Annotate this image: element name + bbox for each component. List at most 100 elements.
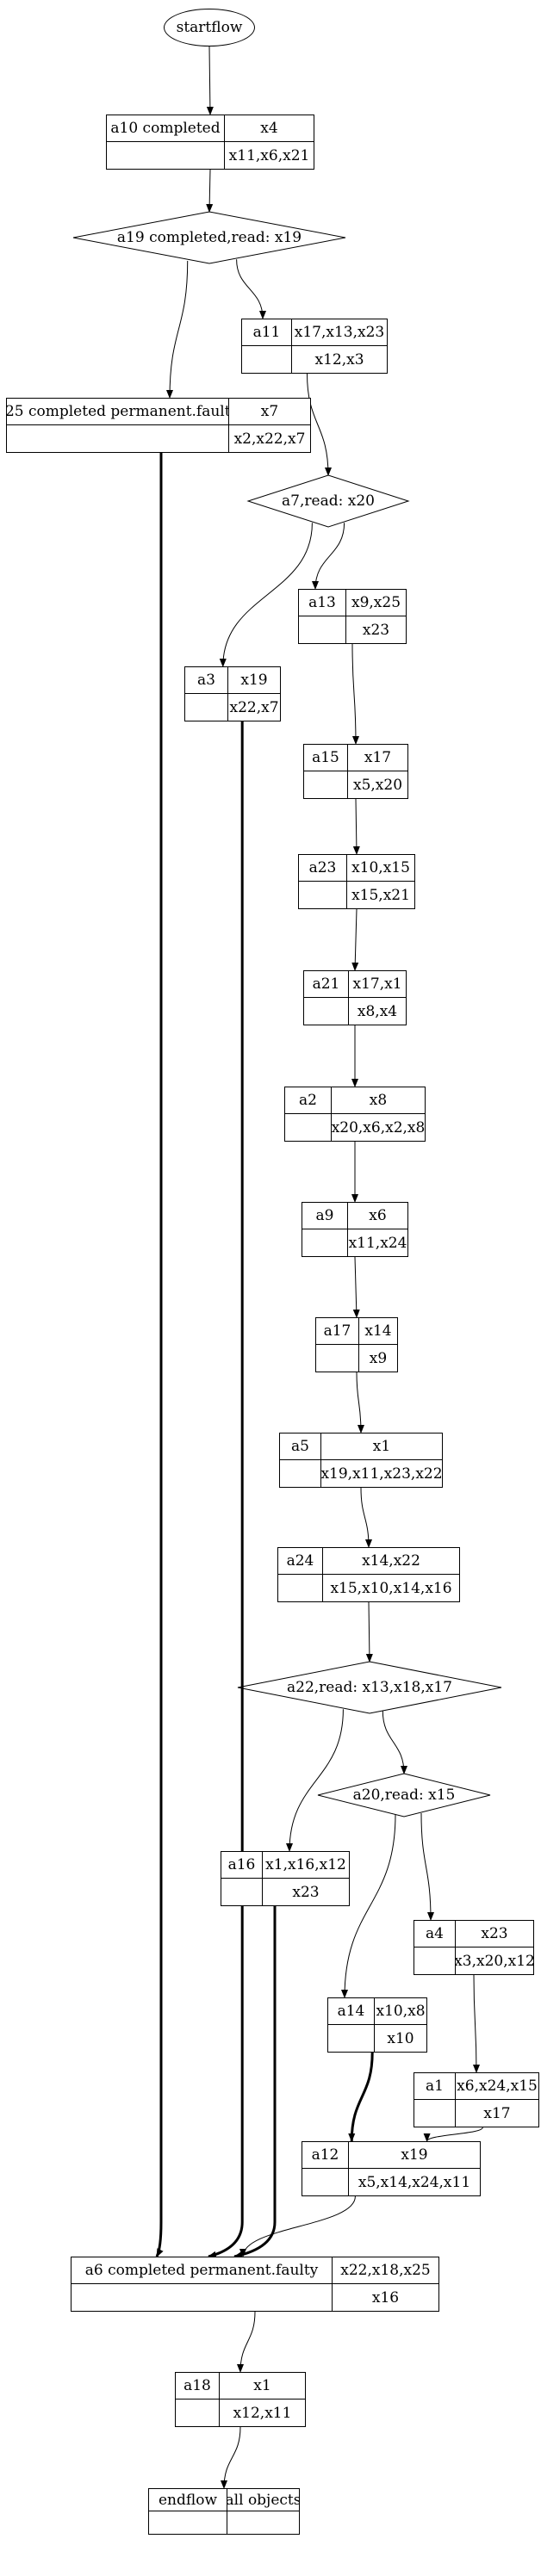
node-inputs: x9 [369,1349,388,1367]
edge-a22-to-a16 [286,1709,344,1852]
node-name: endflow [149,2489,227,2511]
decision-a7 [246,474,410,528]
node-outputs: x6,x24,x15 [456,2073,538,2100]
node-name: a23 [299,855,347,882]
decision-a20 [317,1773,491,1817]
node-spacer [299,882,347,908]
node-name: a11 [242,319,292,346]
node-outputs: x8 [332,1087,425,1114]
node-spacer [414,2100,456,2127]
edge-a18-to-end [221,2426,241,2489]
node-outputs: x19 [349,2142,480,2169]
node-inputs: x5,x20 [352,776,403,794]
node-spacer [280,1460,321,1487]
node-inputs: x5,x14,x24,x11 [358,2173,471,2191]
edge-a12-to-a6 [239,2195,356,2257]
decision-a19 [72,211,346,264]
node-inputs: x3,x20,x12 [456,1952,533,1970]
node-spacer [285,1114,332,1141]
edge-start-to-a10 [206,46,214,115]
node-outputs: x10,x8 [375,1998,426,2025]
edge-a10-to-a19 [206,169,214,213]
node-inputs: x16 [371,2288,400,2307]
node-spacer [316,1345,359,1372]
node-inputs: x15,x10,x14,x16 [330,1579,452,1597]
node-outputs: x9,x25 [346,590,406,616]
edge-a19-to-a11 [236,259,266,319]
startflow-node: startflow [164,9,255,46]
node-inputs: x15,x21 [351,886,410,904]
node-name: a18 [176,2373,220,2400]
node-name: a13 [299,590,346,616]
edge-a6-to-a18 [237,2311,256,2373]
node-inputs: x11,x24 [348,1234,407,1252]
node-inputs: x8,x4 [357,1002,398,1020]
node-inputs: x10 [387,2029,414,2047]
edge-a1-to-a12 [423,2127,483,2142]
edge-a24-to-a22 [365,1601,373,1663]
node-outputs: all objects [227,2489,299,2511]
node-inputs: x2,x22,x7 [233,430,306,448]
edge-a5-to-a24 [360,1487,372,1548]
node-spacer [176,2400,220,2426]
edge-a9-to-a17 [352,1256,360,1318]
node-inputs: x17 [483,2104,511,2122]
node-name: a3 [185,667,228,694]
node-inputs: x23 [292,1883,320,1901]
edge-a7-to-a13 [312,523,345,590]
node-spacer [149,2511,227,2534]
decision-label: a22,read: x13,x18,x17 [287,1679,452,1696]
node-inputs: x22,x7 [229,698,279,716]
node-name: a12 [302,2142,349,2169]
node-outputs: x14,x22 [323,1548,459,1575]
edge-a3-to-a6 [208,721,244,2258]
node-outputs: x23 [456,1921,533,1947]
edge-a4-to-a1 [472,1974,480,2073]
node-inputs: x19,x11,x23,x22 [321,1464,442,1483]
node-outputs: x1,x16,x12 [263,1852,349,1879]
decision-label: a20,read: x15 [352,1786,456,1804]
node-inputs: x23 [362,621,390,639]
node-outputs: x1 [321,1434,442,1460]
node-name: a15 [304,745,348,771]
node-name: a16 [221,1852,263,1879]
edge-a22-to-a20 [382,1710,407,1774]
decision-a22 [237,1661,502,1714]
node-name: a6 completed permanent.faulty [72,2257,333,2284]
node-inputs: x20,x6,x2,x8 [332,1118,425,1136]
decision-label: a19 completed,read: x19 [116,229,302,246]
node-spacer [107,142,225,169]
edge-a14-to-a12 [348,2052,374,2142]
node-inputs: x12,x11 [233,2404,292,2422]
decision-label: a7,read: x20 [282,492,375,510]
node-name: a24 [278,1548,323,1575]
node-name: a17 [316,1318,359,1345]
node-spacer [278,1575,323,1601]
edge-a20-to-a4 [420,1812,434,1921]
node-name: a4 [414,1921,456,1947]
node-name: a1 [414,2073,456,2100]
node-outputs: x1 [220,2373,305,2400]
node-inputs: x11,x6,x21 [228,146,310,164]
node-spacer [185,694,228,721]
edge-a20-to-a14 [341,1814,396,1998]
node-name: a14 [328,1998,375,2025]
edge-a19-to-a25 [166,260,189,399]
